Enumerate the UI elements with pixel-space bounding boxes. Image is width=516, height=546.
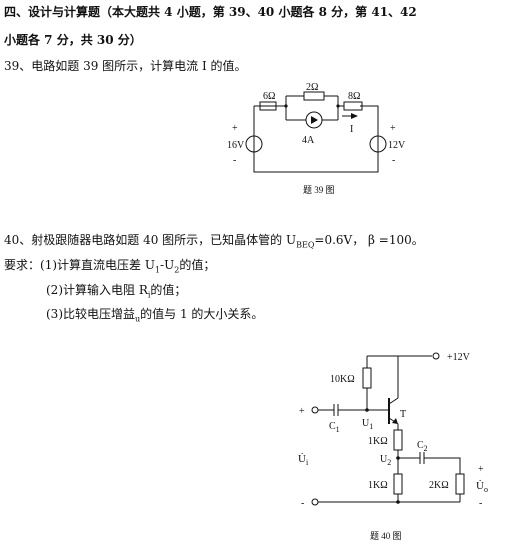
q40-c2-sub: 2 — [424, 444, 428, 453]
q40-item1-b: -U — [160, 258, 175, 272]
q40-u1-letter: U — [362, 418, 370, 429]
q40-re1-label: 1KΩ — [368, 436, 388, 447]
q40-item2-b: 的值； — [150, 283, 187, 297]
q39-current-source-arrow — [311, 116, 318, 124]
q40-uo-label: U̇o — [476, 480, 488, 494]
q40-item1-a: (1)计算直流电压差 U — [40, 258, 155, 272]
q39-r2-label: 2Ω — [306, 82, 318, 93]
q40-item2-line: (2)计算输入电阻 Ri的值； — [46, 281, 186, 299]
q39-caption: 题 39 图 — [303, 185, 335, 195]
q40-c1-letter: C — [329, 421, 336, 432]
q39-r1-label: 6Ω — [263, 91, 275, 102]
q40-c2-label: C2 — [417, 440, 428, 453]
q40-item3-line: (3)比较电压增益u的值与 1 的大小关系。 — [46, 305, 263, 323]
q40-output-plus: + — [478, 464, 484, 475]
q40-transistor-label: T — [400, 409, 406, 420]
q40-input-plus: + — [299, 406, 305, 417]
q39-right-source-label: 12V — [388, 140, 406, 151]
q40-ui-label: U̇i — [298, 453, 309, 467]
q40-input-minus: - — [301, 498, 304, 509]
q39-current-label: I — [350, 124, 353, 135]
q39-current-source-label: 4A — [302, 135, 315, 146]
q40-u1-sub: 1 — [369, 422, 373, 431]
q39-left-source-label: 16V — [227, 140, 245, 151]
q40-item3-sub: u — [135, 314, 141, 324]
q40-c2-letter: C — [417, 440, 424, 451]
q40-uo-sub: o — [484, 485, 488, 494]
q40-ui-sub: i — [306, 458, 309, 467]
q39-left-plus: + — [232, 123, 238, 134]
q40-re2-label: 1KΩ — [368, 480, 388, 491]
q40-text-a: 40、射极跟随器电路如题 40 图所示，已知晶体管的 U — [4, 233, 297, 247]
q40-item2-a: (2)计算输入电阻 R — [46, 283, 148, 297]
q40-c1-label: C1 — [329, 421, 340, 434]
q40-rl-label: 2KΩ — [429, 480, 449, 491]
q39-left-minus: - — [233, 155, 236, 166]
q40-uo-letter: U̇ — [476, 480, 484, 492]
q39-text: 39、电路如题 39 图所示，计算电流 I 的值。 — [4, 59, 247, 73]
q40-item3-b: 的值与 1 的大小关系。 — [140, 307, 264, 321]
q39-r3-label: 8Ω — [348, 91, 360, 102]
section-heading-line2: 小题各 7 分，共 30 分） — [4, 33, 142, 47]
q40-caption: 题 40 图 — [370, 531, 402, 541]
q40-item1-sub2: 2 — [174, 265, 180, 275]
q40-item1-sub1: 1 — [154, 265, 161, 275]
q40-item3-a: (3)比较电压增益 — [46, 307, 135, 321]
q40-ube-subscript: BEQ — [296, 240, 315, 250]
q40-c1-sub: 1 — [336, 425, 340, 434]
q40-u2-letter: U — [380, 454, 388, 465]
q40-rb-label: 10KΩ — [330, 374, 355, 385]
section-heading-line1: 四、设计与计算题（本大题共 4 小题，第 39、40 小题各 8 分，第 41、… — [4, 5, 417, 19]
q39-right-plus: + — [390, 123, 396, 134]
q40-item1-c: 的值； — [179, 258, 216, 272]
q40-u2-label: U2 — [380, 454, 391, 467]
q40-item1-line: 要求：(1)计算直流电压差 U1-U2的值； — [4, 256, 215, 274]
q40-emitter-arrow — [392, 418, 398, 424]
q39-right-minus: - — [392, 155, 395, 166]
q40-req-label: 要求： — [4, 258, 41, 272]
q40-u1-label: U1 — [362, 418, 373, 431]
q40-vcc-label: +12V — [447, 352, 471, 363]
q40-output-minus: - — [479, 498, 482, 509]
q40-item2-sub: i — [147, 290, 151, 300]
q40-text: 40、射极跟随器电路如题 40 图所示，已知晶体管的 UBEQ=0.6V， β … — [4, 231, 424, 249]
q40-u2-sub: 2 — [387, 458, 391, 467]
q40-text-b: =0.6V， β =100。 — [314, 233, 424, 247]
q40-ui-letter: U̇ — [298, 453, 306, 465]
